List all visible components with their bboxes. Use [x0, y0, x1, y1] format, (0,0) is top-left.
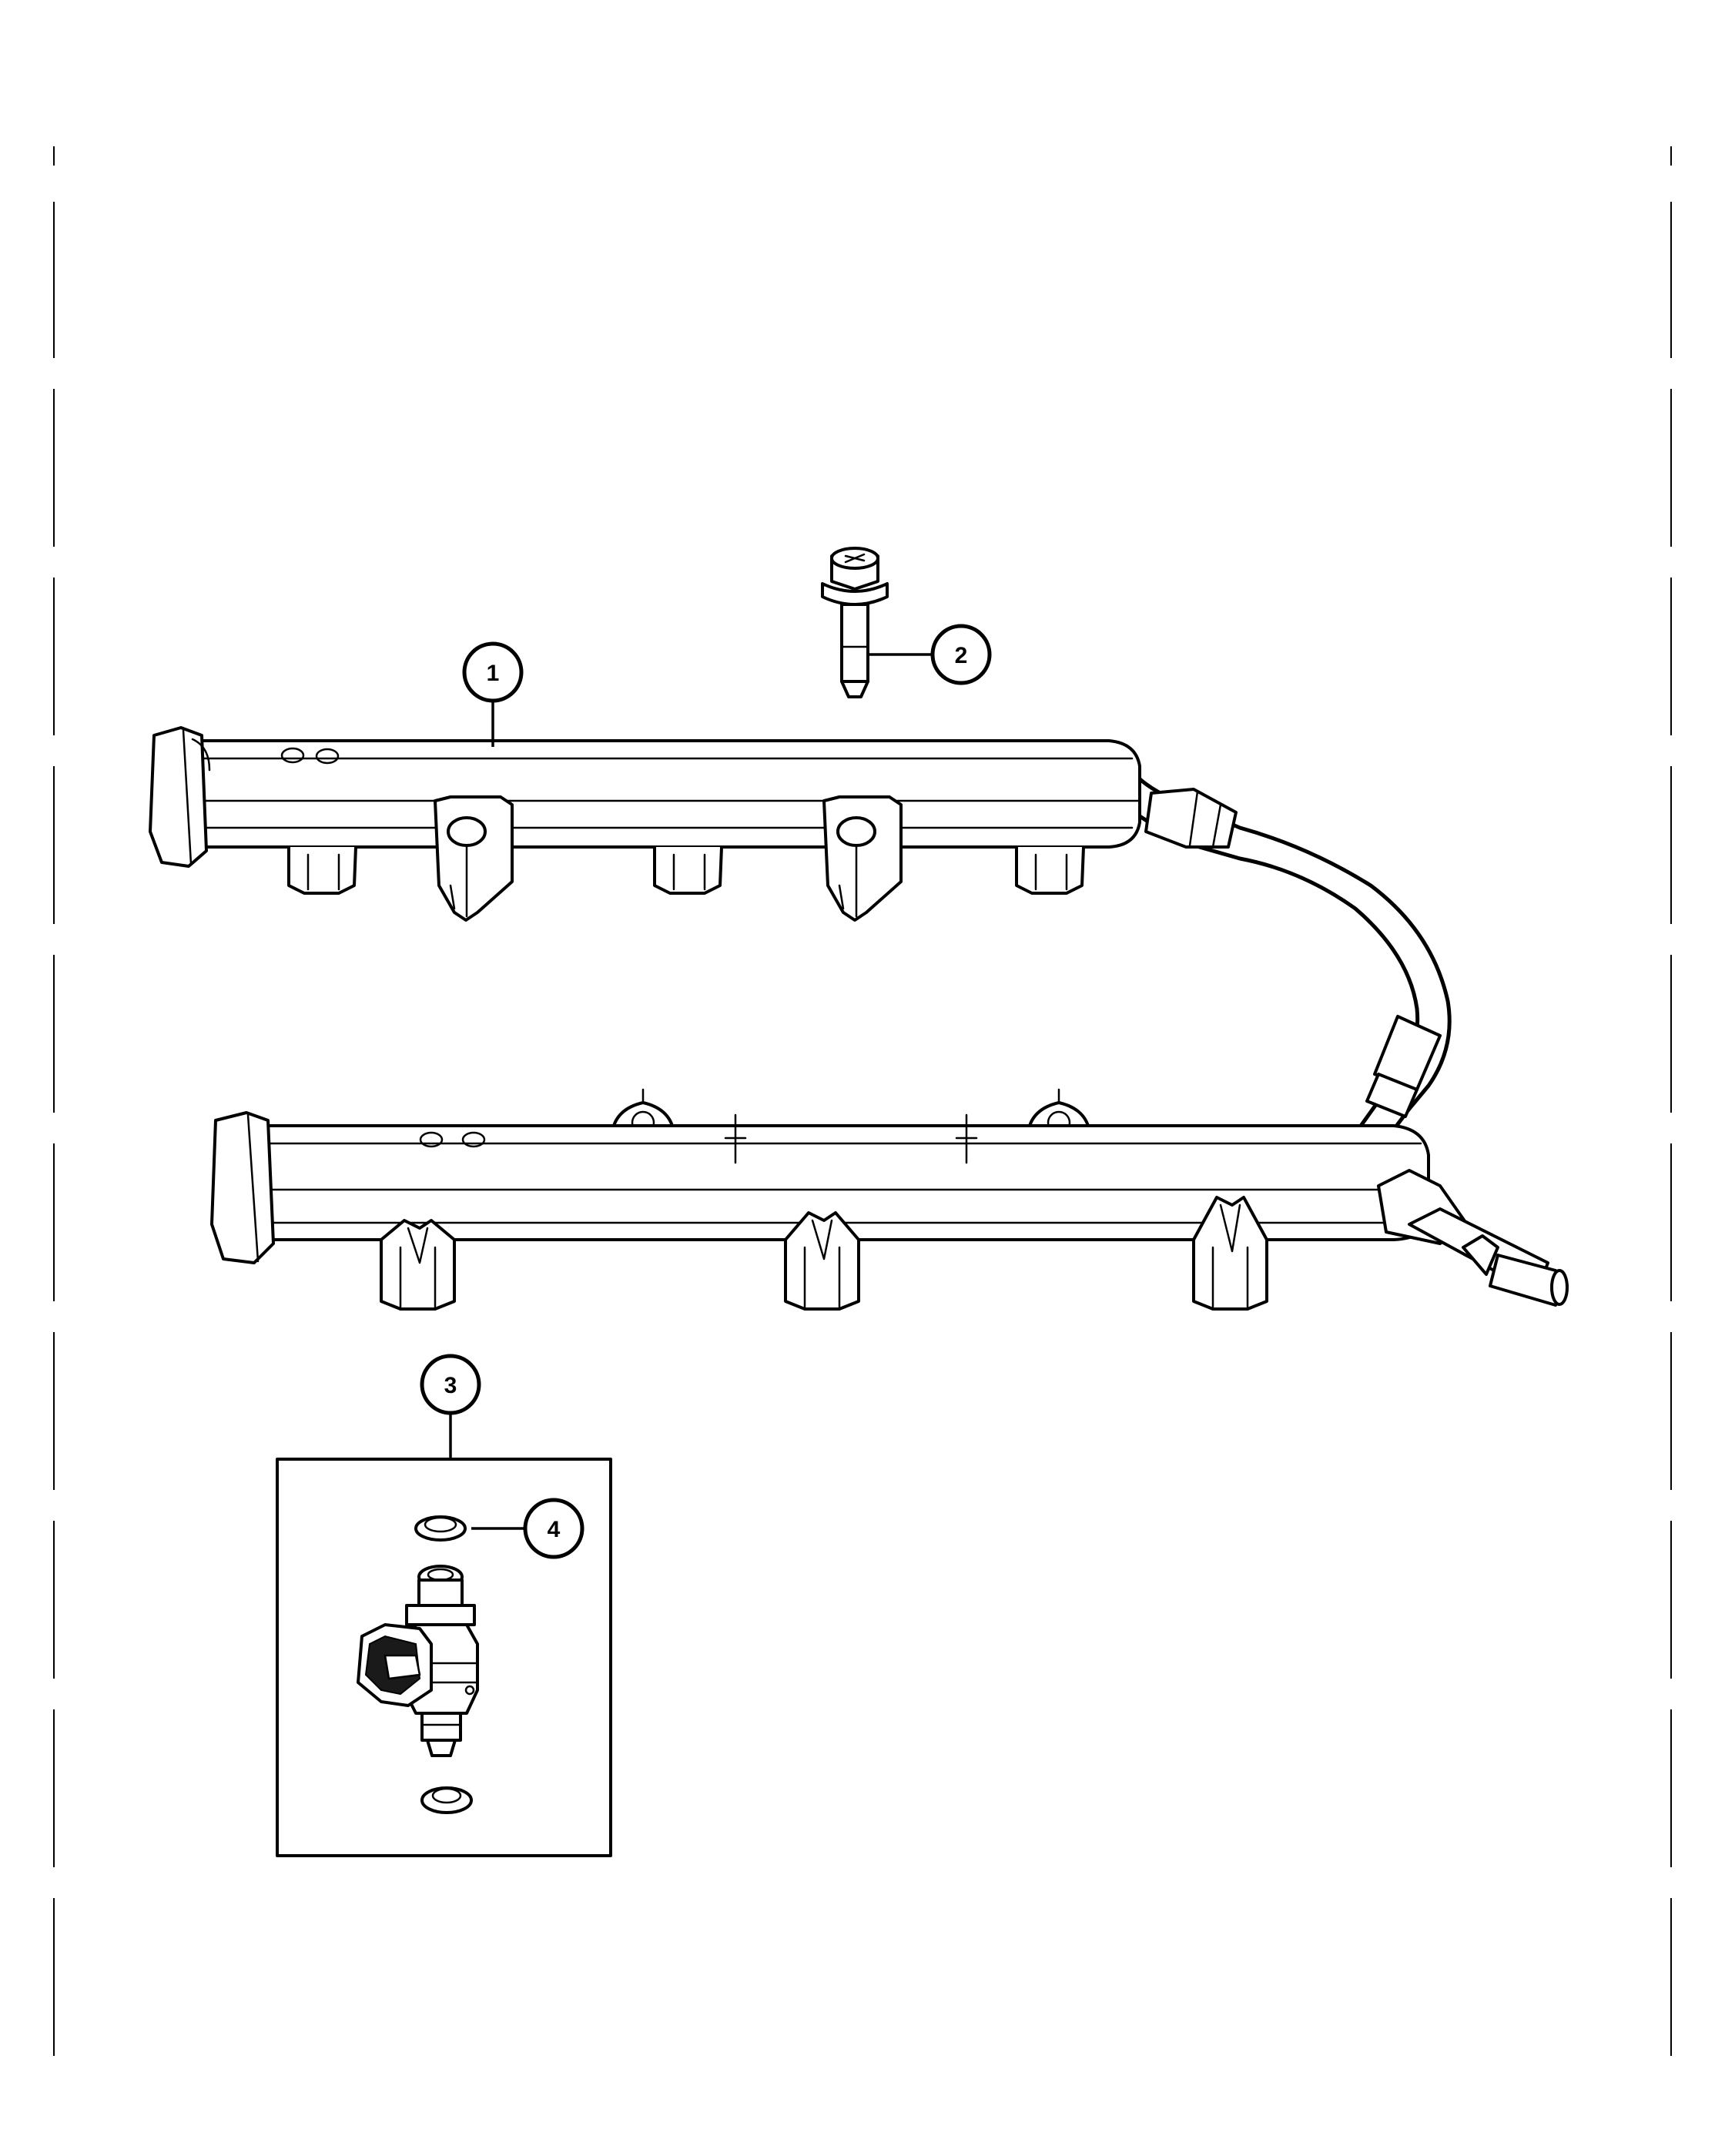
callout-4: 4 [523, 1498, 584, 1559]
injector-cup [1015, 845, 1085, 895]
injector-cup [1192, 1196, 1268, 1311]
callout-2-label: 2 [955, 643, 968, 668]
fuel-rail-bolt [821, 547, 889, 698]
callout-3-label: 3 [444, 1373, 457, 1398]
injector-cup [287, 845, 357, 895]
callout-1: 1 [462, 641, 524, 703]
upper-fuel-rail [149, 726, 1452, 1142]
lower-fuel-rail [210, 1088, 1569, 1311]
lower-o-ring [420, 1786, 473, 1814]
callout-1-label: 1 [487, 661, 500, 686]
rail-clip [955, 1113, 978, 1164]
callout-4-label: 4 [548, 1517, 561, 1542]
upper-o-ring [414, 1515, 467, 1542]
injector-cup [653, 845, 723, 895]
injector-cup [380, 1219, 456, 1311]
rail-bolt-boss [434, 795, 514, 922]
rail-bolt-boss [822, 795, 903, 922]
injector-cup [784, 1211, 860, 1311]
rail-clip [724, 1113, 747, 1164]
callout-2: 2 [930, 624, 992, 685]
fuel-injector [357, 1565, 479, 1757]
callout-3: 3 [420, 1354, 481, 1415]
